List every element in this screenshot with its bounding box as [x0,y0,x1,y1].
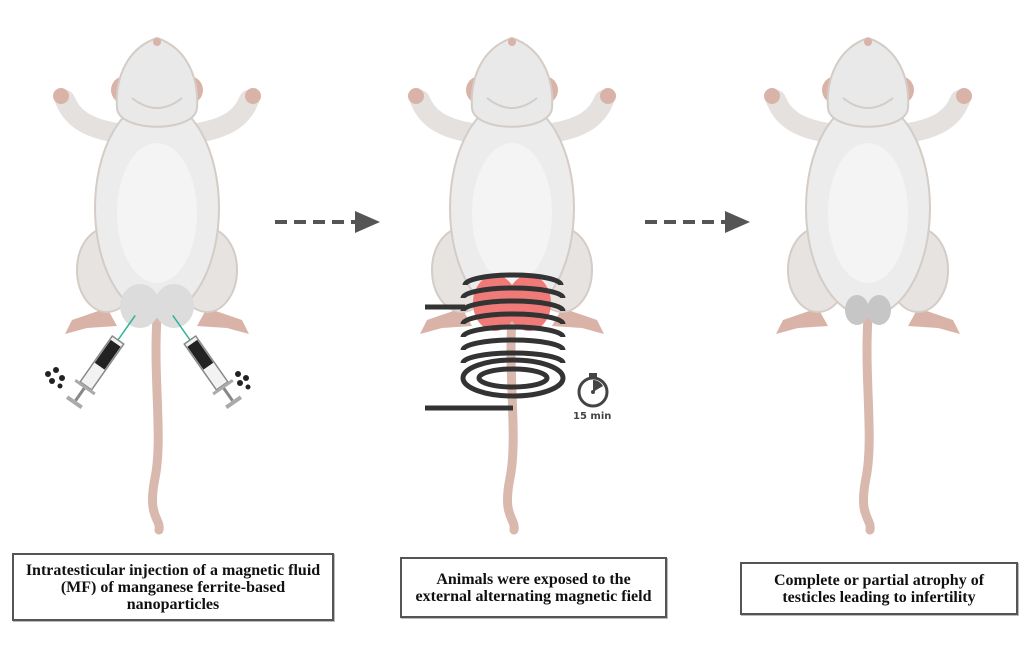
caption-step-2: Animals were exposed to the external alt… [400,557,667,618]
timer-label: 15 min [573,411,612,422]
mouse-after-treatment [764,38,972,530]
magnetic-coil [425,272,566,411]
atrophied-testicle-right [867,295,891,325]
mouse-in-magnetic-field [408,38,616,530]
testicle-left [120,284,160,328]
arrow-step-1-to-2 [275,211,380,233]
caption-step-3: Complete or partial atrophy of testicles… [740,562,1018,615]
nanoparticles-icon [45,367,251,390]
caption-step-1: Intratesticular injection of a magnetic … [12,553,334,621]
stopwatch-icon [577,373,609,408]
mouse-before-injection [53,38,261,530]
atrophied-testicle-left [845,295,869,325]
testicle-right [154,284,194,328]
arrow-step-2-to-3 [645,211,750,233]
